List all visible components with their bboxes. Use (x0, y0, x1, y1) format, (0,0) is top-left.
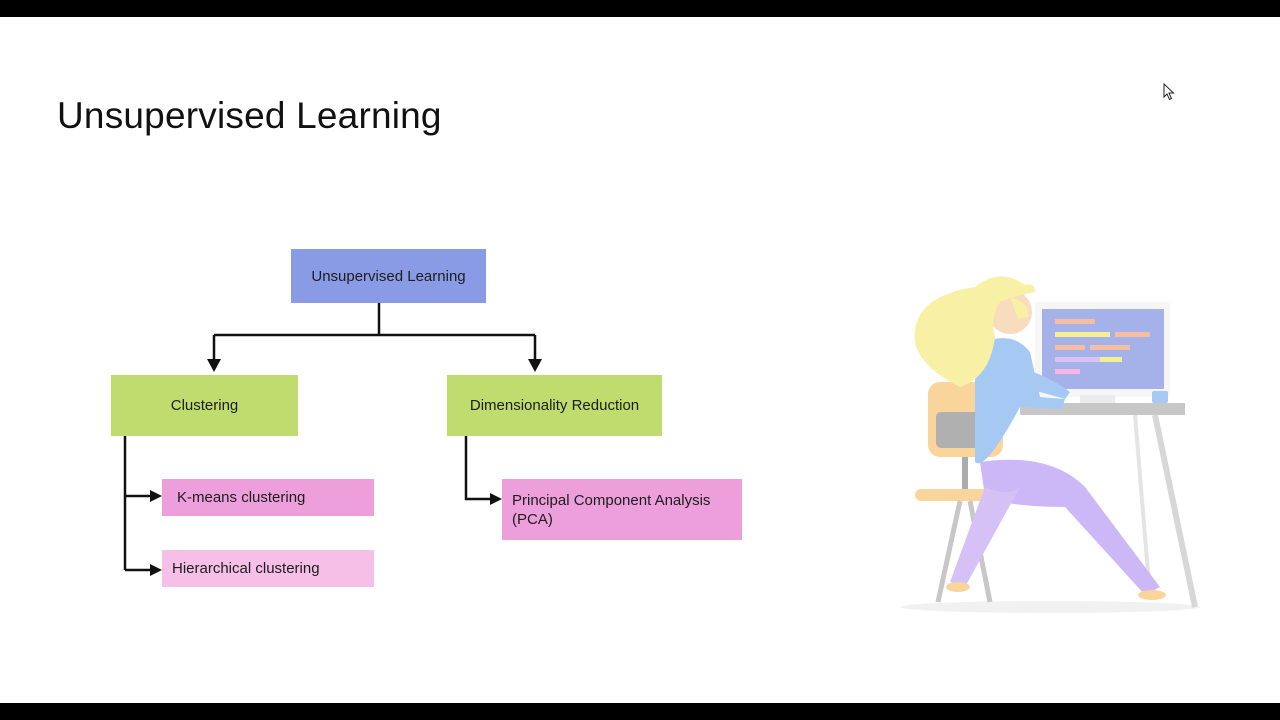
node-dimensionality-reduction: Dimensionality Reduction (447, 375, 662, 436)
slide-title: Unsupervised Learning (57, 95, 442, 136)
connector-root-to-branches (212, 303, 537, 359)
arrow-to-hierarchical (150, 564, 162, 576)
slide: Unsupervised Learning Unsupervised Learn… (0, 17, 1280, 703)
diagram-connectors (123, 303, 542, 576)
arrow-to-kmeans (150, 490, 162, 502)
node-pca: Principal Component Analysis (PCA) (502, 479, 742, 540)
connector-dimensionality-children (464, 436, 492, 501)
node-clustering: Clustering (111, 375, 298, 436)
arrow-to-pca (490, 493, 502, 505)
connector-clustering-children (123, 436, 152, 572)
arrow-to-dimensionality (528, 359, 542, 372)
mouse-pointer-icon (1163, 83, 1175, 101)
node-unsupervised-learning: Unsupervised Learning (291, 249, 486, 303)
arrow-to-clustering (207, 359, 221, 372)
woman-at-computer-illustration (900, 276, 1200, 613)
node-hierarchical-clustering: Hierarchical clustering (162, 550, 374, 587)
node-kmeans-clustering: K-means clustering (162, 479, 374, 516)
